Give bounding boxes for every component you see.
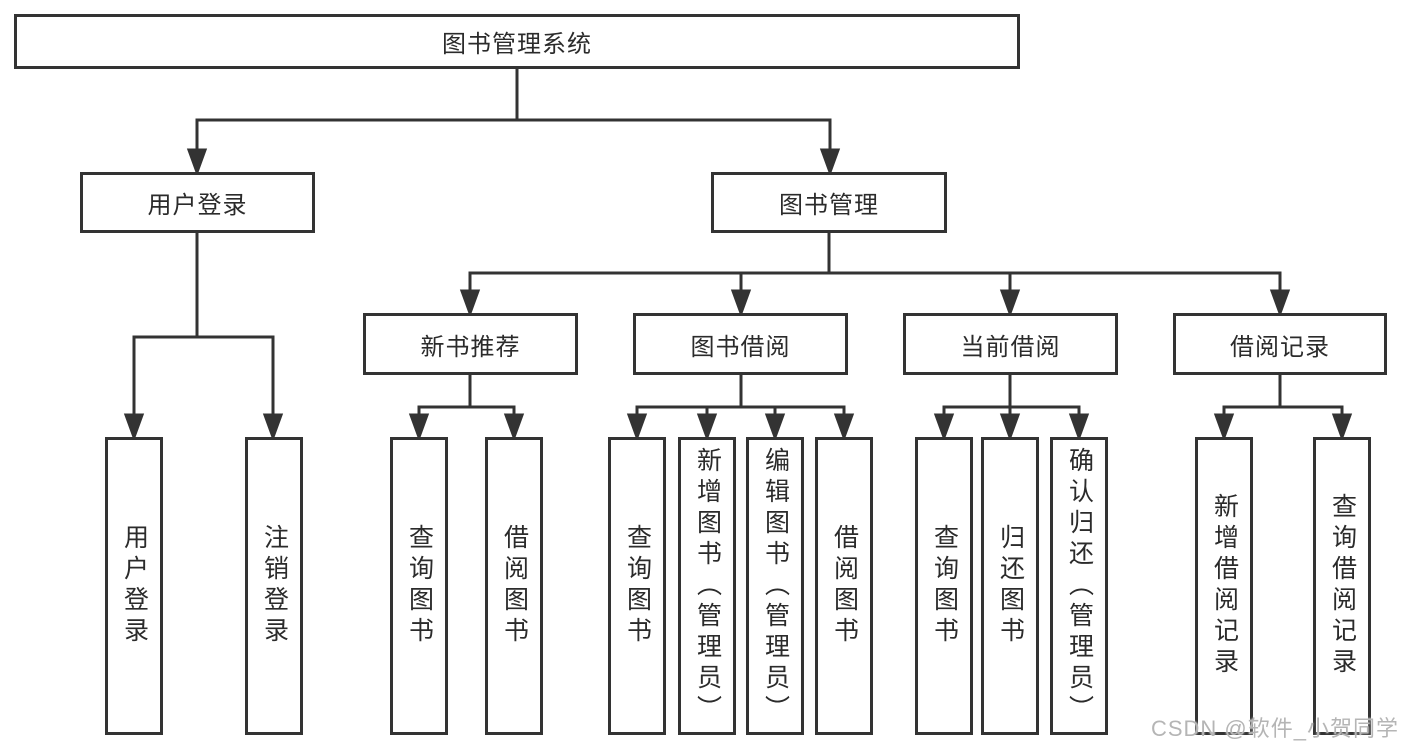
node-label: 借阅图书	[500, 524, 529, 648]
node-new-book-recommend: 新书推荐	[363, 313, 578, 375]
node-label: 当前借阅	[960, 333, 1061, 361]
node-label: 用户登录	[147, 192, 248, 219]
node-label: 图书管理	[779, 192, 879, 219]
node-label: 图书借阅	[690, 333, 791, 361]
node-label: 借阅图书	[830, 524, 859, 648]
leaf-return-books: 归还图书	[981, 437, 1039, 735]
node-label: 查询图书	[623, 524, 652, 648]
csdn-watermark: CSDN @软件_小贺同学	[1150, 716, 1399, 741]
node-library-management-system: 图书管理系统	[14, 14, 1020, 69]
leaf-query-books: 查询图书	[390, 437, 448, 735]
node-label: 图书管理系统	[442, 31, 592, 58]
node-label: 新书推荐	[420, 333, 521, 361]
leaf-edit-books-admin: 编辑图书（管理员）	[746, 437, 804, 735]
leaf-query-books: 查询图书	[608, 437, 666, 735]
node-user-login: 用户登录	[80, 172, 315, 233]
node-book-borrow: 图书借阅	[633, 313, 848, 375]
node-label: 注销登录	[260, 524, 289, 648]
node-label: 用户登录	[120, 524, 149, 648]
node-book-management: 图书管理	[711, 172, 947, 233]
leaf-query-books: 查询图书	[915, 437, 973, 735]
node-current-borrow: 当前借阅	[903, 313, 1118, 375]
leaf-confirm-return-admin: 确认归还（管理员）	[1050, 437, 1108, 735]
node-label: 查询借阅记录	[1328, 493, 1357, 679]
node-label: 查询图书	[930, 524, 959, 648]
leaf-add-books-admin: 新增图书（管理员）	[678, 437, 736, 735]
leaf-user-login: 用户登录	[105, 437, 163, 735]
node-borrow-records: 借阅记录	[1173, 313, 1387, 375]
node-label: 确认归还（管理员）	[1065, 446, 1094, 726]
leaf-borrow-books: 借阅图书	[485, 437, 543, 735]
node-label: 查询图书	[405, 524, 434, 648]
node-label: 归还图书	[996, 524, 1025, 648]
leaf-add-borrow-record: 新增借阅记录	[1195, 437, 1253, 735]
leaf-borrow-books: 借阅图书	[815, 437, 873, 735]
leaf-query-borrow-record: 查询借阅记录	[1313, 437, 1371, 735]
node-label: 借阅记录	[1230, 333, 1330, 361]
node-label: 新增借阅记录	[1210, 493, 1239, 679]
node-label: 新增图书（管理员）	[693, 446, 722, 726]
node-label: 编辑图书（管理员）	[761, 446, 790, 726]
leaf-logout: 注销登录	[245, 437, 303, 735]
